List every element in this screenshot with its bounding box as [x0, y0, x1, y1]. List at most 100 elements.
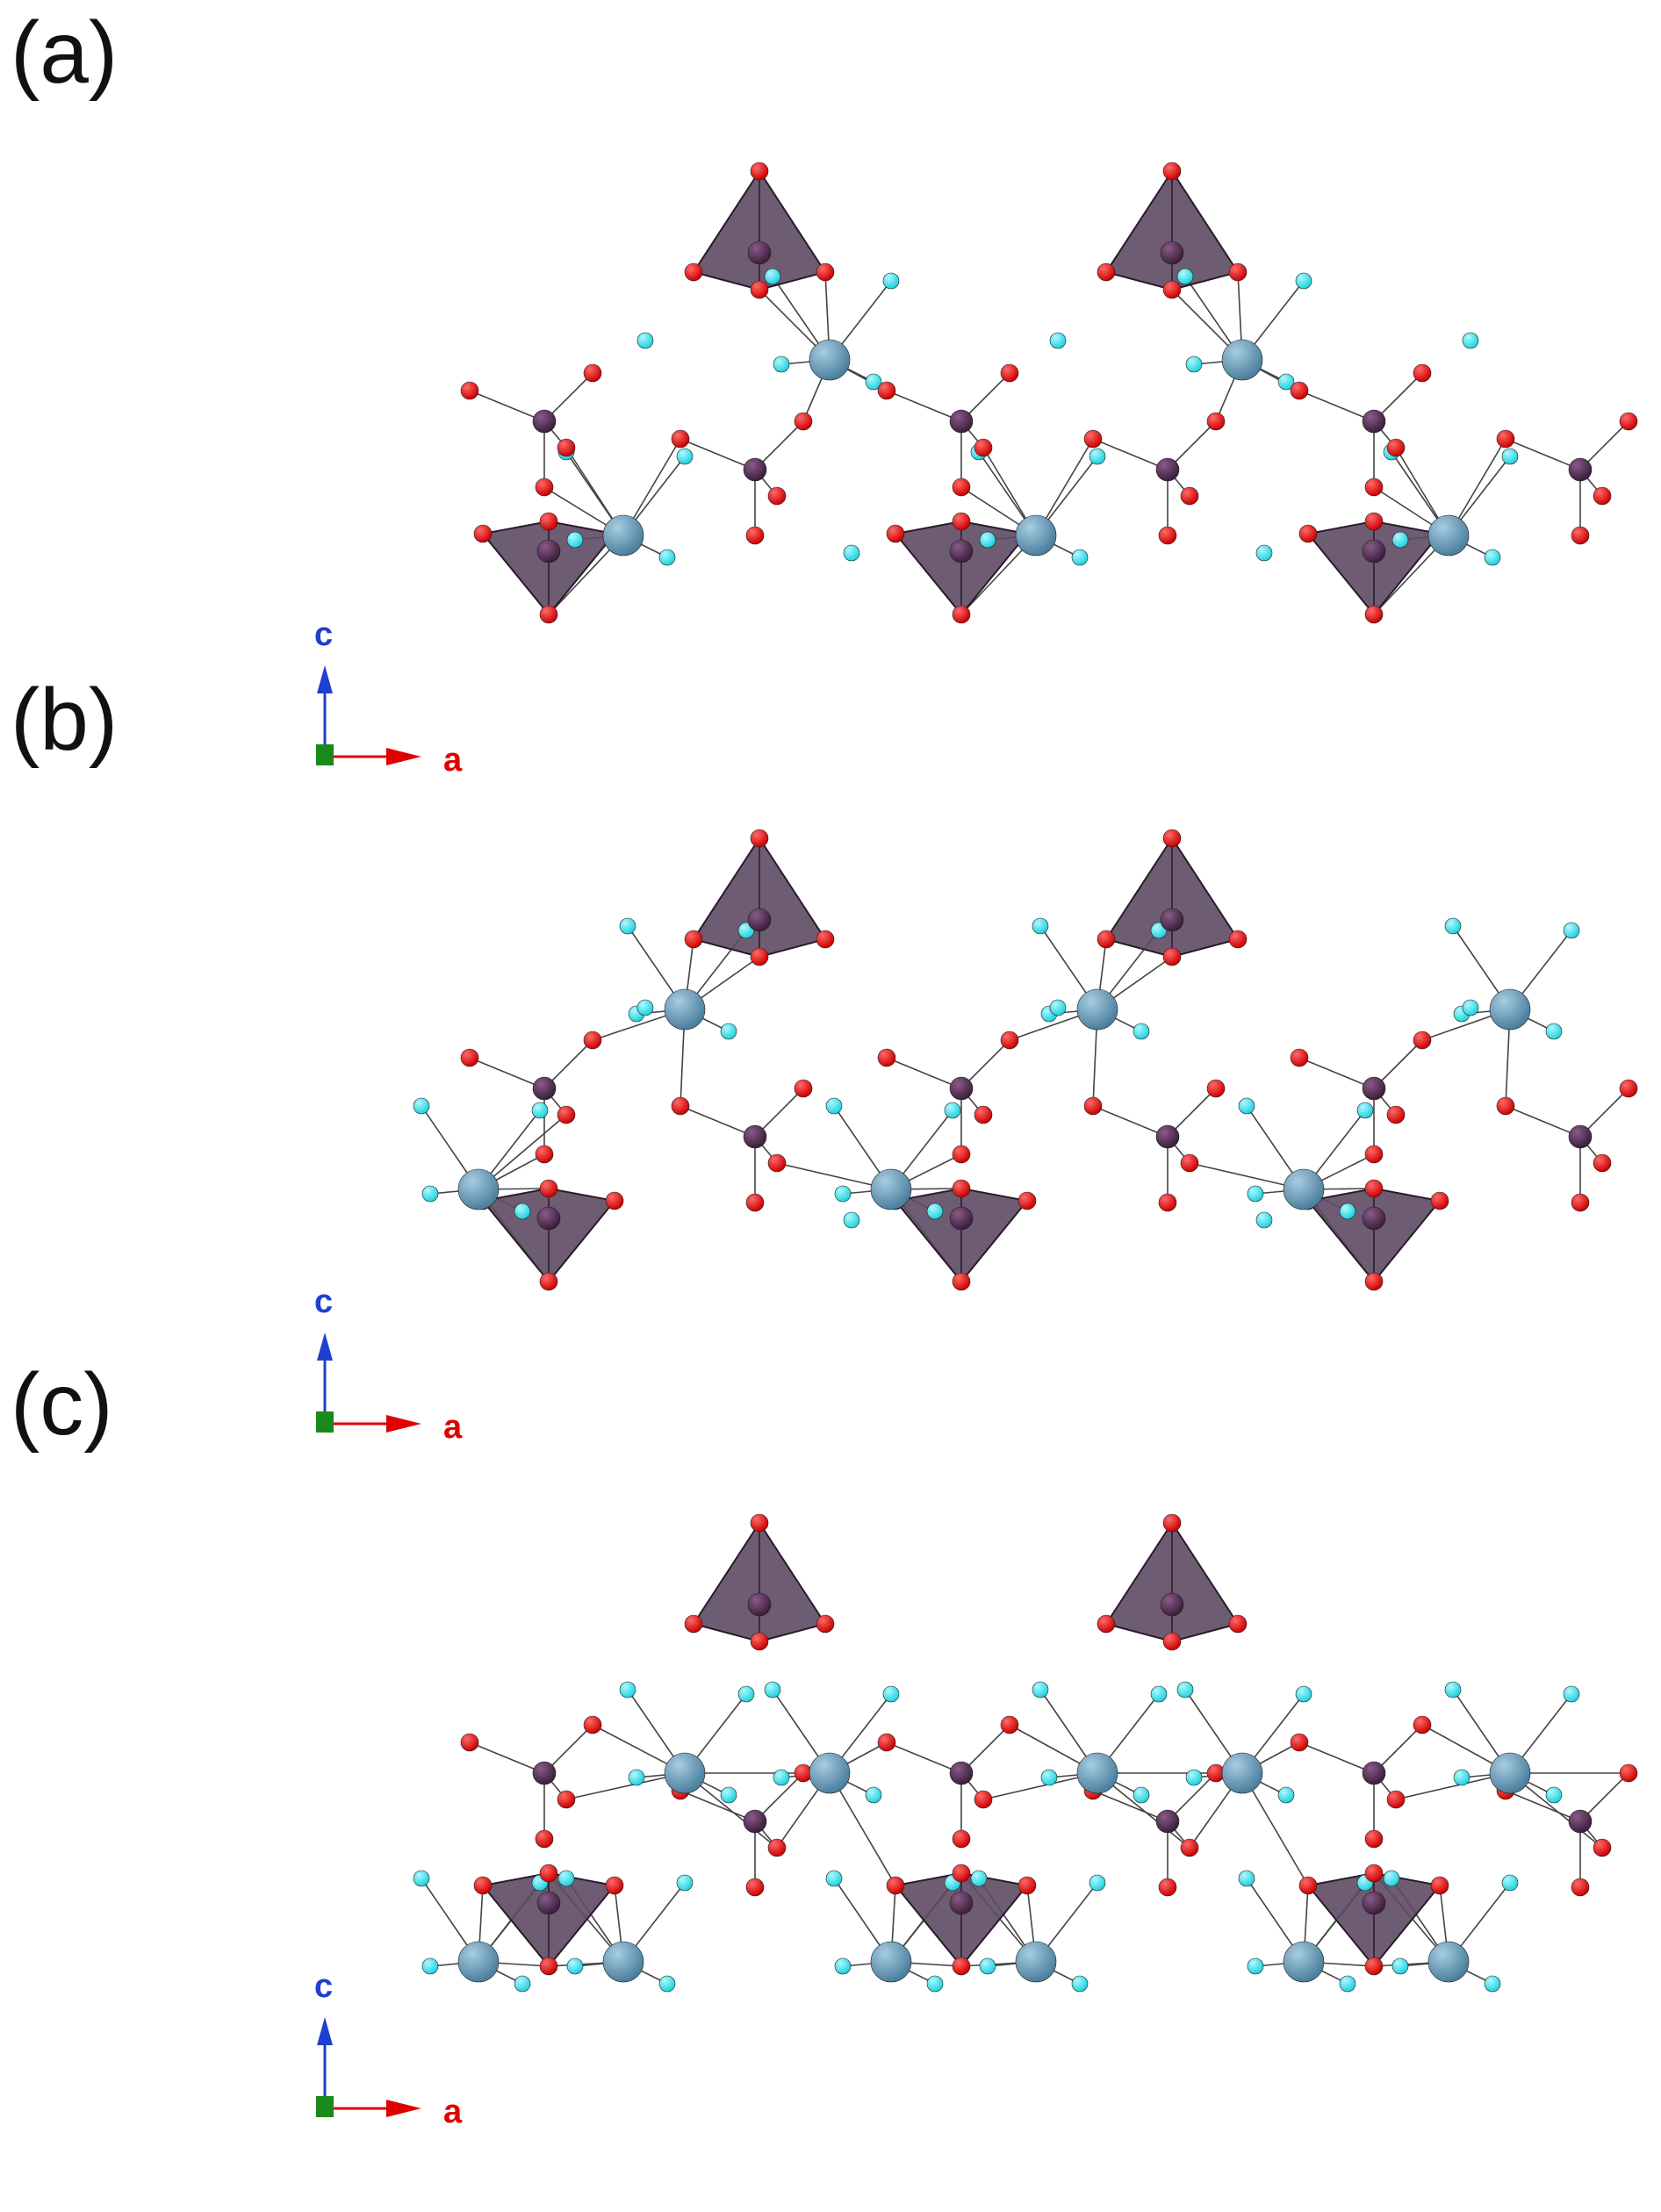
metal-atom [1076, 1752, 1118, 1794]
central-atom [532, 1761, 557, 1785]
oxygen-atom [767, 1153, 787, 1173]
hydrogen-atom [1255, 1211, 1273, 1229]
metal-atom [602, 514, 644, 557]
hydrogen-atom [834, 1957, 852, 1975]
hydrogen-atom [882, 272, 900, 290]
central-atom [1568, 1124, 1593, 1149]
bond [829, 1772, 896, 1886]
oxygen-atom [1413, 1031, 1432, 1050]
metal-atom [1489, 1752, 1531, 1794]
oxygen-atom [1162, 1632, 1182, 1651]
metal-atom [602, 1941, 644, 1983]
oxygen-atom [1000, 363, 1019, 383]
central-atom [949, 1076, 974, 1101]
oxygen-atom [1017, 1876, 1037, 1895]
oxygen-atom [605, 1876, 624, 1895]
hydrogen-atom [1040, 1769, 1058, 1786]
a-axis-arrowhead [386, 748, 421, 765]
oxygen-atom [1364, 605, 1384, 624]
oxygen-atom [1298, 1876, 1318, 1895]
oxygen-atom [539, 1864, 558, 1883]
hydrogen-atom [1563, 1685, 1580, 1703]
c-axis-arrowhead [317, 2017, 333, 2045]
metal-atom [1015, 1941, 1057, 1983]
oxygen-atom [1206, 1079, 1226, 1098]
oxygen-atom [745, 526, 765, 545]
oxygen-atom [952, 605, 971, 624]
hydrogen-atom [1484, 1975, 1501, 1993]
oxygen-atom [1083, 1096, 1103, 1116]
oxygen-atom [1386, 1790, 1406, 1809]
hydrogen-atom [566, 531, 584, 549]
oxygen-atom [952, 1272, 971, 1291]
oxygen-atom [1364, 1272, 1384, 1291]
hydrogen-atom [1295, 1685, 1312, 1703]
metal-atom [1283, 1168, 1325, 1210]
hydrogen-atom [636, 332, 654, 349]
hydrogen-atom [1071, 549, 1089, 566]
hydrogen-atom [619, 1681, 636, 1698]
central-atom [949, 1206, 974, 1231]
oxygen-atom [473, 524, 493, 543]
hydrogen-atom [1032, 1681, 1049, 1698]
hydrogen-atom [531, 1102, 549, 1119]
axis-indicator: ca [314, 1968, 463, 2130]
hydrogen-atom [825, 1097, 843, 1115]
metal-atom [1076, 988, 1118, 1031]
hydrogen-atom [1089, 1874, 1106, 1892]
central-atom [536, 539, 561, 564]
oxygen-atom [952, 1145, 971, 1164]
hydrogen-atom [944, 1102, 961, 1119]
hydrogen-atom [720, 1023, 737, 1040]
hydrogen-atom [1049, 999, 1067, 1016]
metal-atom [870, 1941, 912, 1983]
hydrogen-atom [1071, 1975, 1089, 1993]
hydrogen-atom [1339, 1203, 1356, 1220]
oxygen-atom [816, 1614, 835, 1634]
oxygen-atom [539, 1272, 558, 1291]
hydrogen-atom [1444, 1681, 1462, 1698]
hydrogen-atom [773, 1769, 790, 1786]
oxygen-atom [1496, 1096, 1515, 1116]
c-axis-label: c [314, 1283, 333, 1320]
c-axis-arrowhead [317, 665, 333, 693]
oxygen-atom [794, 412, 813, 431]
oxygen-atom [535, 1145, 554, 1164]
hydrogen-atom [773, 356, 790, 373]
oxygen-atom [583, 1715, 602, 1734]
hydrogen-atom [1185, 1769, 1203, 1786]
hydrogen-atom [676, 448, 694, 465]
hydrogen-atom [1176, 268, 1194, 285]
hydrogen-atom [1391, 1957, 1409, 1975]
oxygen-atom [877, 1733, 896, 1752]
oxygen-atom [1619, 1763, 1638, 1783]
hydrogen-atom [1484, 549, 1501, 566]
hydrogen-atom [834, 1185, 852, 1203]
hydrogen-atom [676, 1874, 694, 1892]
central-atom [949, 1891, 974, 1915]
crystal-structure-b: ca [314, 829, 1638, 1446]
oxygen-atom [1364, 1829, 1384, 1849]
central-atom [1155, 1809, 1180, 1834]
oxygen-atom [1386, 1105, 1406, 1124]
b-axis-marker [316, 2096, 334, 2117]
metal-atom [1427, 514, 1470, 557]
oxygen-atom [1162, 162, 1182, 181]
hydrogen-atom [1391, 531, 1409, 549]
hydrogen-atom [1277, 1786, 1295, 1804]
metal-atom [1221, 339, 1263, 381]
hydrogen-atom [557, 1870, 575, 1887]
hydrogen-atom [1545, 1023, 1563, 1040]
oxygen-atom [1158, 526, 1177, 545]
oxygen-atom [460, 1733, 479, 1752]
hydrogen-atom [1247, 1957, 1264, 1975]
hydrogen-atom [764, 1681, 781, 1698]
oxygen-atom [583, 363, 602, 383]
oxygen-atom [750, 280, 769, 299]
a-axis-arrowhead [386, 1415, 421, 1433]
metal-atom [664, 988, 706, 1031]
oxygen-atom [557, 438, 576, 457]
metal-atom [809, 1752, 851, 1794]
axis-indicator: ca [314, 1283, 463, 1446]
central-atom [1362, 1761, 1386, 1785]
